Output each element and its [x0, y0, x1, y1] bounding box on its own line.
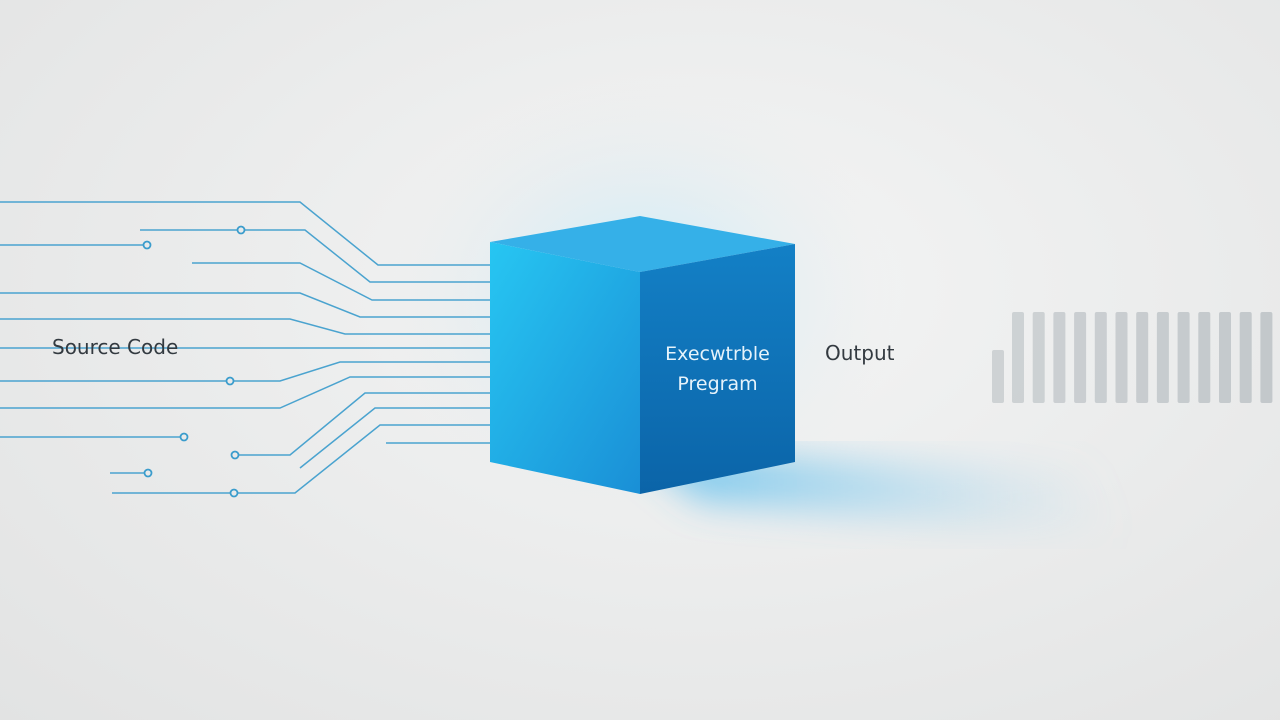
source-nodes [142, 225, 246, 498]
output-bar [1239, 312, 1252, 403]
program-label-line1: Execwtrble [665, 343, 770, 365]
source-lines [0, 201, 540, 494]
cube-front [490, 242, 640, 494]
source-line [235, 392, 540, 456]
source-code-label: Source Code [52, 335, 179, 359]
source-node [143, 468, 153, 478]
output-bar [1115, 312, 1128, 403]
source-node [229, 488, 239, 498]
executable-program-label: Execwtrble Pregram [650, 339, 785, 399]
output-bar [1053, 312, 1066, 403]
output-bar [1198, 312, 1211, 403]
program-label-line2: Pregram [677, 373, 758, 395]
output-bar [1219, 312, 1231, 403]
source-line [112, 424, 540, 494]
output-label: Output [825, 341, 895, 365]
output-bar [1032, 312, 1045, 403]
source-line [0, 201, 540, 266]
cube-shadow [640, 450, 1120, 540]
source-node [142, 240, 152, 250]
cube-top [490, 216, 795, 272]
source-line [0, 376, 540, 409]
output-bar [992, 350, 1004, 403]
source-node [230, 450, 240, 460]
output-bar [1156, 312, 1169, 403]
output-bar [1012, 312, 1024, 403]
output-bars [992, 312, 1273, 403]
output-bar [1177, 312, 1190, 403]
output-bar [1074, 312, 1087, 403]
output-bar [1136, 312, 1149, 403]
source-line [0, 292, 540, 318]
source-line [0, 361, 540, 382]
source-line [299, 407, 540, 469]
cube-side [640, 244, 795, 494]
source-line [0, 318, 540, 335]
source-node [179, 432, 189, 442]
source-line [192, 262, 540, 301]
source-line [140, 229, 540, 283]
source-node [225, 376, 235, 386]
output-bar [1260, 312, 1273, 403]
source-node [236, 225, 246, 235]
output-bar [1094, 312, 1107, 403]
